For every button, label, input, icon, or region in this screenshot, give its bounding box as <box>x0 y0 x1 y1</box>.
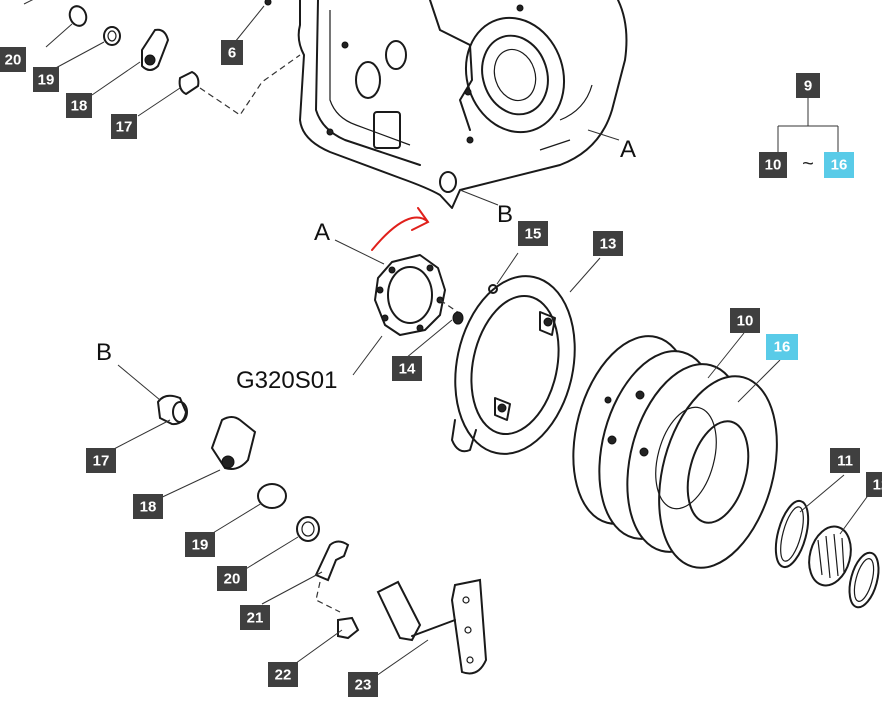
ref-letter-a-mid: A <box>314 219 330 246</box>
callout-16[interactable]: 16 <box>766 334 798 360</box>
ref-letter-b-left: B <box>96 339 112 366</box>
gasket-plate <box>374 254 498 336</box>
callout-badge <box>217 566 247 591</box>
range-top-label: 9 <box>804 78 812 95</box>
callout-number: 13 <box>600 236 617 253</box>
callout-17-top[interactable]: 17 <box>111 114 137 139</box>
callout-number: 18 <box>140 499 157 516</box>
drawing-code: G320S01 <box>236 367 337 394</box>
callout-21[interactable]: 21 <box>240 605 270 630</box>
ref-letter-b-top: B <box>497 201 513 228</box>
callout-number: 22 <box>275 667 292 684</box>
callout-badge <box>268 662 298 687</box>
callout-badge <box>133 494 163 519</box>
callout-10[interactable]: 10 <box>730 308 760 333</box>
callout-badge <box>221 40 243 65</box>
callout-number: 18 <box>71 98 88 115</box>
callout-15[interactable]: 15 <box>518 221 548 246</box>
callout-number: 20 <box>224 571 241 588</box>
callout-number: 19 <box>38 72 55 89</box>
callout-20-top[interactable]: 20 <box>0 47 26 72</box>
callout-number: 20 <box>5 52 22 69</box>
callout-badge <box>518 221 548 246</box>
callout-18-top[interactable]: 18 <box>66 93 92 118</box>
callout-badge <box>730 308 760 333</box>
callout-14[interactable]: 14 <box>392 356 422 381</box>
range-from-label: 10 <box>765 157 782 174</box>
top-left-parts <box>23 0 301 116</box>
range-group: 9 10 ~ 16 <box>759 73 854 178</box>
callout-number: 15 <box>525 226 542 243</box>
callout-number: 12 <box>873 477 882 494</box>
callout-19-top[interactable]: 19 <box>33 67 59 92</box>
callout-number: 14 <box>399 361 416 378</box>
bearing-carrier-plate <box>451 275 576 455</box>
callout-number: 16 <box>774 339 791 356</box>
callout-23[interactable]: 23 <box>348 672 378 697</box>
callout-17-low[interactable]: 17 <box>86 448 116 473</box>
callout-badge <box>392 356 422 381</box>
callout-badge <box>830 448 860 473</box>
callout-badge <box>86 448 116 473</box>
snap-ring-and-bearing <box>774 499 880 609</box>
range-separator: ~ <box>802 153 814 175</box>
callout-badge <box>766 334 798 360</box>
callout-number: 11 <box>837 453 853 470</box>
callout-18-low[interactable]: 18 <box>133 494 163 519</box>
callout-12[interactable]: 12 <box>866 472 882 497</box>
callout-number: 19 <box>192 537 209 554</box>
callout-number: 10 <box>737 313 754 330</box>
callout-19-low[interactable]: 19 <box>185 532 215 557</box>
callout-badge <box>33 67 59 92</box>
callout-11[interactable]: 11 <box>830 448 860 473</box>
callout-number: 17 <box>116 119 133 136</box>
callout-number: 21 <box>247 610 264 627</box>
lower-left-parts <box>156 394 488 675</box>
callout-number: 17 <box>93 453 110 470</box>
callout-6[interactable]: 6 <box>221 40 243 65</box>
callout-badge <box>866 472 882 497</box>
clutch-disc-stack <box>572 335 778 569</box>
ref-letter-a-top: A <box>620 136 636 163</box>
callout-number: 6 <box>228 45 236 62</box>
callout-badge <box>185 532 215 557</box>
callout-badge <box>348 672 378 697</box>
callout-badge <box>593 231 623 256</box>
callout-badge <box>66 93 92 118</box>
callout-22[interactable]: 22 <box>268 662 298 687</box>
callout-badge <box>240 605 270 630</box>
leader-lines <box>45 5 873 677</box>
annotation-arrow <box>371 207 430 251</box>
callout-20-low[interactable]: 20 <box>217 566 247 591</box>
callout-badge <box>111 114 137 139</box>
callout-badge <box>0 47 26 72</box>
range-to-label: 16 <box>831 157 848 174</box>
callout-13[interactable]: 13 <box>593 231 623 256</box>
transmission-housing <box>297 0 628 209</box>
callout-number: 23 <box>355 677 372 694</box>
